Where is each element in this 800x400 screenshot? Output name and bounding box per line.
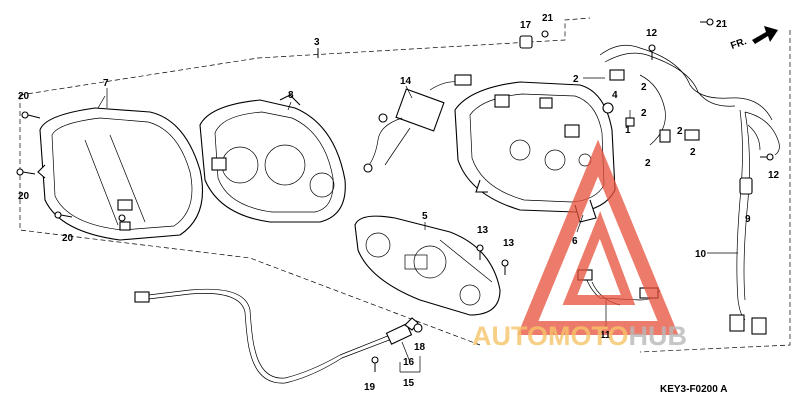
callout-16: 16 — [403, 357, 415, 368]
screw-20-d — [118, 214, 126, 222]
screw-13-a — [476, 244, 484, 260]
callout-1: 1 — [625, 125, 631, 136]
socket-harness — [363, 74, 472, 173]
callout-15: 15 — [403, 378, 415, 389]
wire-harness — [599, 44, 780, 335]
callout-2c: 2 — [641, 108, 647, 119]
callout-11: 11 — [600, 330, 611, 341]
meter-panel-frame — [199, 94, 346, 223]
screw-20-a — [21, 111, 41, 119]
leader-lines — [106, 77, 738, 363]
callout-3: 3 — [314, 37, 320, 48]
callout-12a: 12 — [646, 28, 658, 39]
screw-12-a — [648, 44, 656, 60]
grommet-17 — [519, 35, 533, 49]
callout-21b: 21 — [716, 19, 728, 30]
watermark-hub: HUB — [629, 321, 688, 351]
callout-15-bracket — [399, 356, 421, 373]
callout-labels: 3 7 8 14 5 6 17 21 21 12 12 2 2 2 2 2 2 … — [18, 13, 780, 393]
callout-2d: 2 — [677, 126, 683, 137]
speedometer-cable — [134, 288, 419, 384]
screw-21-a — [541, 30, 549, 38]
screw-12-b — [760, 153, 774, 161]
callout-13b: 13 — [503, 238, 515, 249]
callout-12b: 12 — [768, 170, 780, 181]
callout-8: 8 — [288, 90, 294, 101]
screw-13-b — [501, 259, 509, 275]
callout-5: 5 — [422, 211, 428, 222]
callout-2b: 2 — [641, 82, 647, 93]
callout-13a: 13 — [477, 225, 489, 236]
callout-9: 9 — [745, 214, 751, 225]
front-direction-arrow: FR. — [729, 26, 778, 52]
watermark-text: AUTOMOTOHUB — [472, 321, 687, 351]
washer-18 — [413, 323, 423, 333]
callout-4: 4 — [612, 90, 618, 101]
callout-7: 7 — [103, 78, 109, 89]
meter-lens-cover — [37, 95, 204, 241]
front-label: FR. — [729, 36, 748, 52]
callout-21a: 21 — [542, 13, 554, 24]
screw-19 — [371, 356, 379, 372]
screw-20-c — [54, 211, 73, 219]
callout-10: 10 — [695, 249, 707, 260]
callout-14: 14 — [400, 76, 412, 87]
watermark-automoto: AUTOMOTO — [472, 321, 629, 351]
screws — [16, 18, 774, 372]
callout-2e: 2 — [690, 147, 696, 158]
callout-2f: 2 — [645, 158, 651, 169]
callout-2a: 2 — [573, 74, 579, 85]
callout-20b: 20 — [18, 191, 30, 202]
callout-19: 19 — [364, 382, 376, 393]
assembly-outline — [19, 17, 791, 353]
harness-clip — [739, 177, 753, 195]
screw-21-b — [700, 18, 714, 26]
callout-17: 17 — [520, 20, 532, 31]
callout-20c: 20 — [62, 233, 74, 244]
gauge-assembly — [354, 215, 501, 316]
callout-6: 6 — [572, 236, 578, 247]
svg-text:AUTOMOTOHUB: AUTOMOTOHUB — [472, 321, 687, 351]
screw-20-b — [16, 168, 36, 176]
callout-18: 18 — [414, 342, 426, 353]
callout-20a: 20 — [18, 91, 30, 102]
bulb-4 — [602, 102, 614, 114]
watermark-logo — [517, 139, 679, 335]
figure-code: KEY3-F0200 A — [660, 384, 727, 395]
meter-case — [454, 81, 616, 223]
